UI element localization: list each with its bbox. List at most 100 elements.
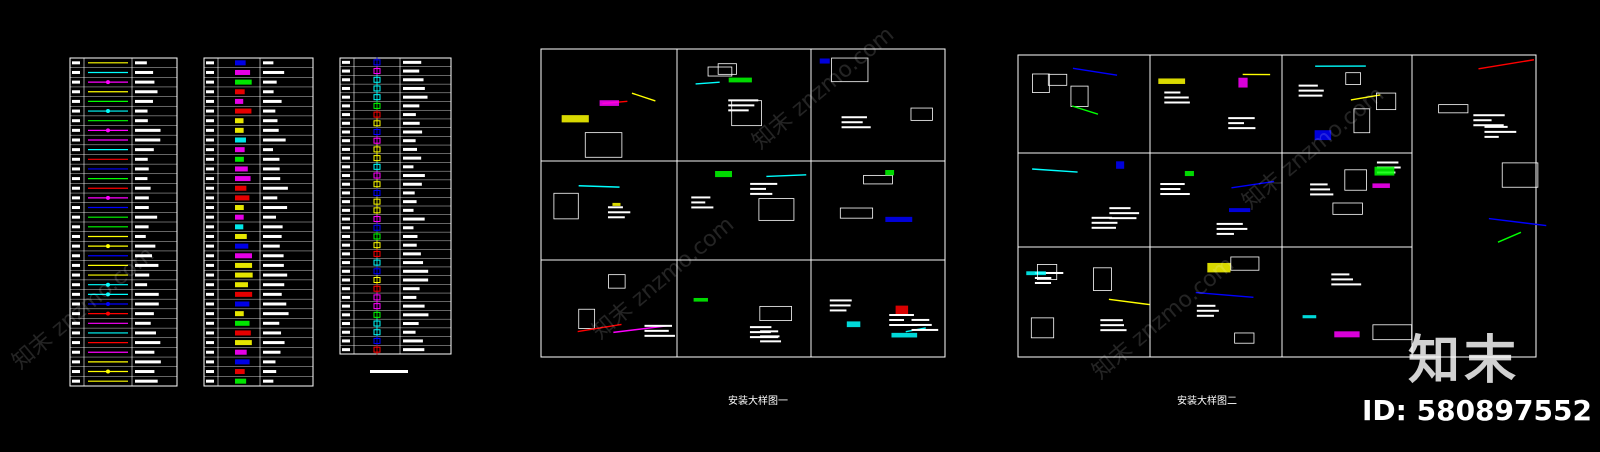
- detail-note-text: [1164, 96, 1189, 99]
- row-number-text: [72, 350, 80, 354]
- row-number-text: [206, 148, 214, 152]
- legend-name-text: [403, 78, 424, 82]
- detail-outline: [1036, 264, 1058, 280]
- detail-fill: [819, 58, 830, 64]
- detail-note-text: [1034, 276, 1052, 279]
- row-number-text: [342, 121, 350, 125]
- detail-note-text: [728, 104, 755, 107]
- row-number-text: [342, 174, 350, 178]
- row-number-text: [342, 147, 350, 151]
- legend-name-text: [403, 182, 422, 186]
- row-number-text: [206, 254, 214, 258]
- row-number-text: [206, 186, 214, 190]
- detail-pipe: [1195, 291, 1254, 298]
- row-number-text: [342, 287, 350, 291]
- detail-outline: [1234, 332, 1255, 344]
- row-number-text: [72, 90, 80, 94]
- row-number-text: [72, 215, 80, 219]
- legend-symbol-block: [235, 195, 250, 201]
- legend-symbol-dot: [106, 292, 110, 297]
- detail-note-text: [1034, 281, 1052, 284]
- watermark-id-text: ID: 580897552: [1362, 394, 1592, 427]
- legend-symbol-block: [235, 320, 250, 326]
- legend-name-text: [403, 191, 415, 195]
- detail-pipe: [577, 323, 622, 333]
- row-number-text: [72, 341, 80, 345]
- detail-outline: [831, 57, 869, 83]
- diagonal-watermark-text: 知末 znzmo.com: [1088, 252, 1239, 385]
- diagonal-watermark-text: 知末 znzmo.com: [748, 22, 899, 155]
- row-number-text: [206, 90, 214, 94]
- detail-outline: [1345, 72, 1361, 85]
- legend-symbol-block: [235, 291, 253, 297]
- legend-symbol-dot: [106, 311, 110, 316]
- detail-note-text: [728, 109, 749, 112]
- detail-note-text: [1034, 271, 1064, 274]
- detail-fill: [885, 216, 913, 222]
- detail-outline: [1332, 202, 1363, 215]
- detail-fill: [561, 115, 589, 123]
- row-number-text: [206, 109, 214, 113]
- detail-fill: [599, 100, 620, 106]
- detail-note-text: [1164, 101, 1190, 104]
- row-number-text: [342, 200, 350, 204]
- detail-note-text: [1109, 217, 1137, 220]
- legend-name-text: [135, 273, 150, 277]
- legend-name-text: [263, 157, 280, 161]
- row-number-text: [342, 113, 350, 117]
- legend-name-text: [263, 331, 282, 335]
- detail-panel: [676, 259, 812, 358]
- row-number-text: [72, 370, 80, 374]
- detail-note-text: [691, 196, 711, 199]
- detail-panel: [540, 160, 678, 261]
- row-number-text: [342, 191, 350, 195]
- legend-name-text: [403, 243, 417, 247]
- detail-note-text: [1091, 216, 1113, 219]
- legend-symbol-block: [235, 205, 244, 211]
- legend-name-text: [135, 80, 155, 84]
- detail-outline: [578, 308, 596, 329]
- legend-name-text: [403, 348, 425, 352]
- legend-name-text: [263, 254, 284, 258]
- legend-name-text: [263, 370, 277, 374]
- detail-note-text: [1228, 127, 1256, 130]
- legend-name-text: [403, 234, 418, 238]
- legend-name-text: [263, 61, 274, 65]
- detail-note-text: [1228, 117, 1255, 120]
- row-number-text: [342, 156, 350, 160]
- detail-outline: [1438, 104, 1469, 114]
- row-number-text: [206, 196, 214, 200]
- row-number-text: [72, 273, 80, 277]
- row-number-text: [72, 225, 80, 229]
- watermark-brand-logo: 知末: [1408, 331, 1521, 391]
- legend-symbol-block: [235, 176, 251, 182]
- legend-name-text: [403, 147, 418, 151]
- detail-note-text: [644, 324, 673, 327]
- detail-note-text: [889, 319, 905, 322]
- row-number-text: [342, 217, 350, 221]
- row-number-text: [72, 148, 80, 152]
- detail-outline: [584, 132, 623, 158]
- detail-note-text: [644, 334, 675, 337]
- detail-note-text: [889, 324, 918, 327]
- row-number-text: [72, 379, 80, 383]
- detail-note-text: [1310, 193, 1334, 196]
- detail-note-text: [1109, 207, 1131, 210]
- legend-name-text: [135, 119, 148, 123]
- detail-note-text: [1331, 283, 1362, 286]
- detail-note-text: [1100, 324, 1125, 327]
- detail-panel: [1149, 54, 1283, 154]
- legend-name-text: [263, 138, 286, 142]
- detail-fill: [846, 321, 861, 328]
- legend-name-text: [263, 225, 283, 229]
- legend-name-text: [403, 278, 429, 282]
- row-number-text: [72, 70, 80, 74]
- row-number-text: [72, 283, 80, 287]
- row-number-text: [72, 263, 80, 267]
- legend-name-text: [135, 263, 159, 267]
- legend-symbol-block: [235, 60, 246, 66]
- legend-name-text: [403, 304, 425, 308]
- legend-name-text: [135, 341, 161, 345]
- sheet-two-title: 安装大样图二: [1177, 396, 1237, 407]
- row-number-text: [206, 138, 214, 142]
